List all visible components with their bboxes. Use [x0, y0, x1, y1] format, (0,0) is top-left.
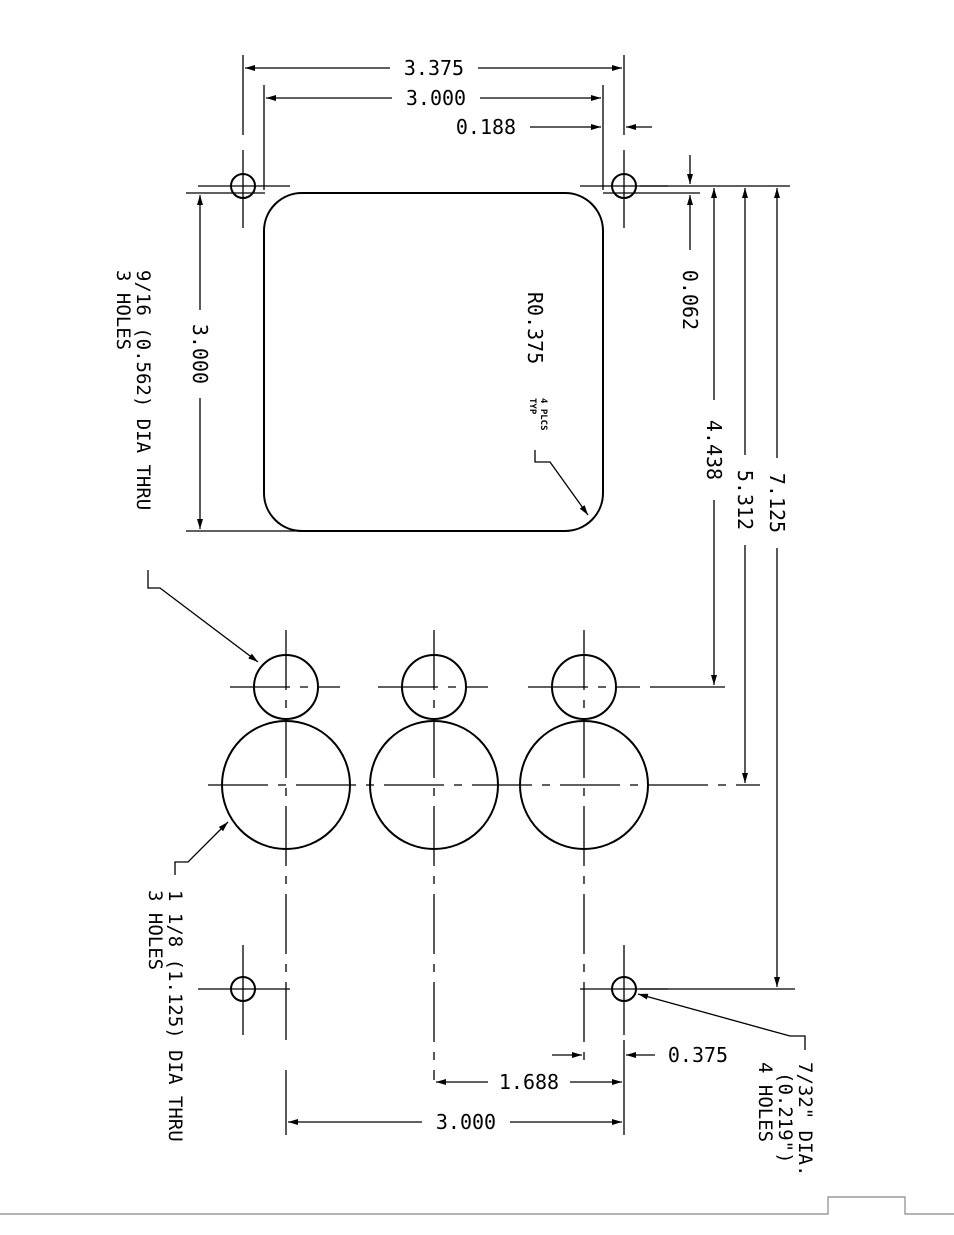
mount-holes-callout: 7/32" DIA.	[794, 1062, 816, 1176]
center-lines	[198, 150, 760, 1080]
dim-hole-pitch: 1.688	[499, 1070, 559, 1094]
corner-plcs-text: 4 PLCS	[538, 398, 548, 431]
large-holes-callout: 1 1/8 (1.125) DIA THRU	[164, 890, 186, 1142]
leader-lines	[148, 450, 805, 1050]
mount-holes-count: 4 HOLES	[754, 1062, 776, 1142]
dim-cutout-height: 3.000	[188, 324, 212, 384]
dim-cutout-width: 3.000	[406, 86, 466, 110]
dim-overall-width: 3.375	[404, 56, 464, 80]
mount-holes-note: 7/32" DIA. (0.219") 4 HOLES	[754, 1062, 816, 1176]
dim-top-offset: 0.062	[678, 270, 702, 330]
dim-hole-span: 3.000	[436, 1110, 496, 1134]
small-holes-callout: 9/16 (0.562) DIA THRU	[132, 270, 154, 510]
square-cutout	[264, 193, 603, 531]
corner-typ-text: TYP	[527, 398, 537, 415]
dim-overall-height: 7.125	[765, 473, 789, 533]
small-holes-note: 9/16 (0.562) DIA THRU 3 HOLES	[112, 270, 154, 510]
dim-small-hole-row: 4.438	[702, 420, 726, 480]
extension-lines	[186, 55, 795, 1135]
dim-edge-offset: 0.188	[456, 115, 516, 139]
corner-radius-note: R0.375 TYP 4 PLCS	[523, 292, 548, 431]
dim-bottom-edge-offset: 0.375	[668, 1043, 728, 1067]
dim-large-hole-row: 5.312	[733, 470, 757, 530]
large-holes-count: 3 HOLES	[144, 890, 166, 970]
large-holes-note: 1 1/8 (1.125) DIA THRU 3 HOLES	[144, 890, 186, 1142]
corner-radius-text: R0.375	[523, 292, 547, 364]
small-holes-count: 3 HOLES	[112, 270, 134, 350]
dimension-lines	[200, 68, 777, 1122]
page-footer-rule	[0, 1197, 954, 1214]
mount-holes-decimal: (0.219")	[774, 1072, 796, 1164]
